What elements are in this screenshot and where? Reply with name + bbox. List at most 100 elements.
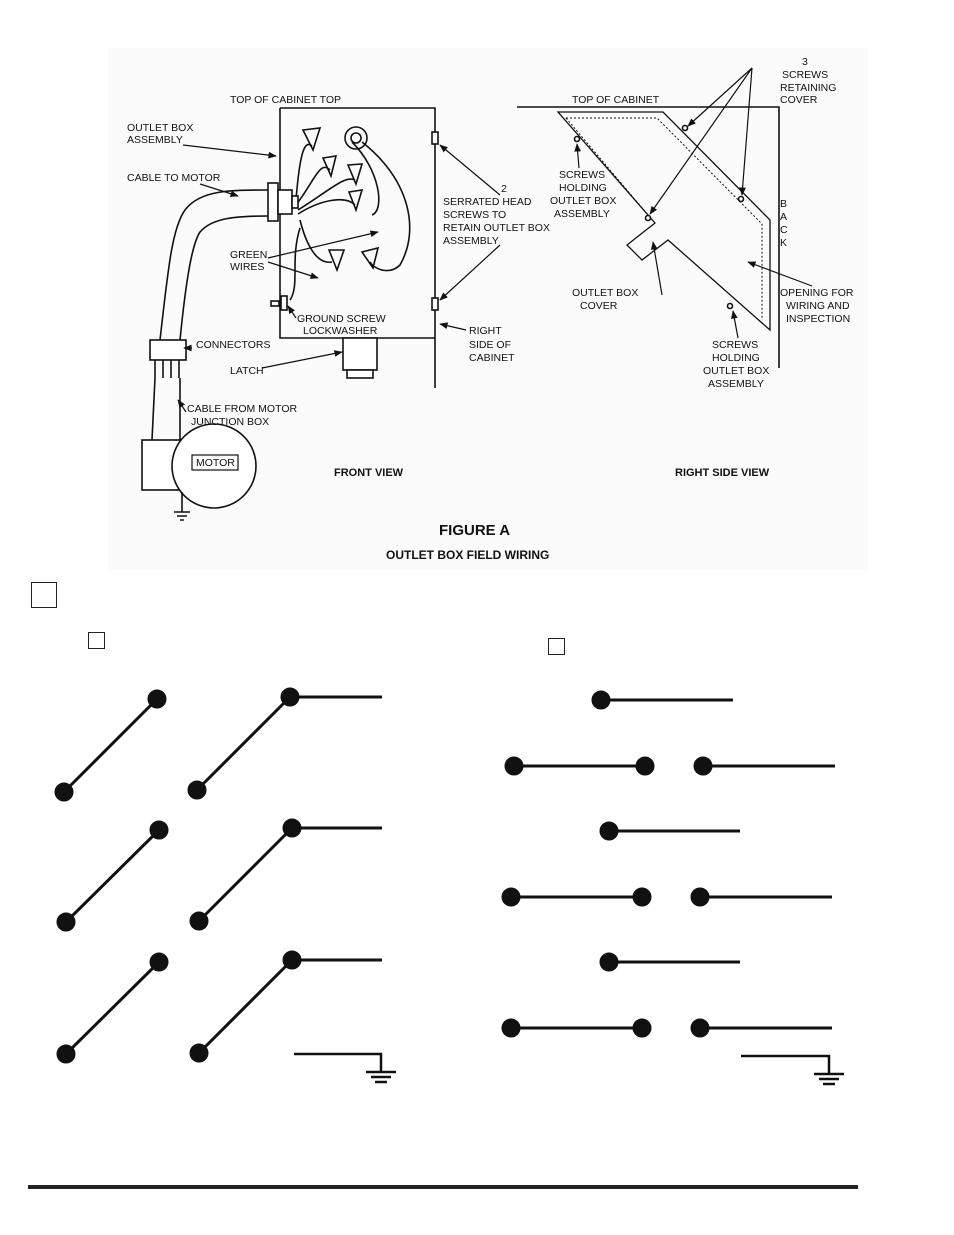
right-row-3	[599, 821, 740, 841]
label-serrated-1: SERRATED HEAD	[443, 196, 532, 208]
right-row-6	[501, 1018, 832, 1038]
wire-g	[299, 219, 333, 263]
arrow-serrated-top	[439, 144, 501, 196]
serrated-screw-top	[431, 131, 439, 145]
right-diagram-checkbox[interactable]	[548, 638, 565, 655]
cover-dashed-diagonal	[565, 117, 655, 223]
label-cable-from-motor-2: JUNCTION BOX	[191, 416, 269, 428]
motor-ground-symbol	[174, 492, 190, 521]
label-outlet-box-2: ASSEMBLY	[127, 134, 183, 146]
switch-arm	[62, 697, 159, 794]
label-right-side-view: RIGHT SIDE VIEW	[675, 467, 770, 479]
wire-nut-6	[360, 246, 380, 270]
wire-b	[295, 166, 331, 206]
label-outlet-box-1: OUTLET BOX	[127, 122, 193, 134]
wire-e	[351, 141, 380, 216]
terminal	[282, 950, 302, 970]
ground-lockwasher	[270, 300, 280, 307]
left-row-3	[56, 950, 382, 1064]
label-serrated-2: SCREWS TO	[443, 209, 506, 221]
wire-nut-5	[327, 249, 346, 273]
terminal	[599, 952, 619, 972]
bottom-rule	[28, 1185, 858, 1189]
side-screw-lower	[726, 302, 734, 310]
terminal	[501, 887, 521, 907]
retain-screw-2	[737, 195, 745, 203]
label-cover-1: COVER	[580, 300, 618, 312]
label-top-of-cabinet-front: TOP OF CABINET TOP	[230, 94, 341, 106]
arrow-screws-holding-lower	[731, 310, 739, 339]
arrow-retain-2	[739, 67, 753, 196]
arrow-screws-holding-upper	[574, 143, 581, 169]
label-front-view: FRONT VIEW	[334, 467, 404, 479]
terminal	[501, 1018, 521, 1038]
wire-connectors	[149, 339, 187, 361]
motor-label-box	[191, 454, 239, 471]
latch-base	[346, 369, 374, 379]
label-top-of-cabinet-side: TOP OF CABINET	[572, 94, 660, 106]
left-schematic	[54, 687, 396, 1084]
knockout-center	[350, 132, 362, 144]
terminal	[56, 912, 76, 932]
front-view-labels: TOP OF CABINET TOP OUTLET BOX ASSEMBLY C…	[127, 94, 550, 479]
terminal	[504, 756, 524, 776]
switch-arm	[197, 826, 294, 923]
label-green-2: WIRES	[230, 261, 264, 273]
label-lockwasher: LOCKWASHER	[303, 325, 378, 337]
right-row-1	[591, 690, 733, 710]
terminal	[280, 687, 300, 707]
cabinet-outline-right	[280, 107, 436, 388]
cable-clamp	[267, 182, 279, 222]
terminal	[690, 887, 710, 907]
left-diagram-checkbox[interactable]	[88, 632, 105, 649]
ground-wire	[289, 227, 301, 301]
arrow-retain-1	[687, 67, 753, 127]
label-serrated-3: RETAIN OUTLET BOX	[443, 222, 550, 234]
knockout-ring	[344, 126, 368, 150]
terminal	[54, 782, 74, 802]
label-holding-upper-0: SCREWS	[559, 169, 605, 181]
terminal	[189, 1043, 209, 1063]
wire-nut-1	[301, 127, 322, 153]
section-checkbox[interactable]	[31, 582, 57, 608]
terminal	[591, 690, 611, 710]
label-cable-to-motor: CABLE TO MOTOR	[127, 172, 221, 184]
terminal	[147, 689, 167, 709]
label-retain-0: 3	[802, 56, 808, 68]
arrow-cable-from-motor	[177, 399, 187, 413]
arrow-serrated-bottom	[439, 244, 501, 301]
terminal	[149, 952, 169, 972]
wire-c	[297, 178, 356, 211]
label-retain-1: SCREWS	[782, 69, 828, 81]
label-retain-2: RETAINING	[780, 82, 836, 94]
switch-arm	[64, 828, 161, 924]
terminal	[149, 820, 169, 840]
label-opening-2: INSPECTION	[786, 313, 850, 325]
label-opening-0: OPENING FOR	[780, 287, 854, 299]
wire-f	[361, 141, 411, 272]
right-schematic	[501, 690, 844, 1086]
connector-leads	[154, 360, 180, 378]
arrow-opening	[747, 261, 813, 287]
right-row-5	[599, 952, 740, 972]
front-view	[141, 107, 501, 521]
label-ground-screw: GROUND SCREW	[297, 313, 386, 325]
left-ground-symbol	[294, 1052, 396, 1084]
figure-title: FIGURE A	[439, 522, 510, 539]
label-serrated-4: ASSEMBLY	[443, 235, 499, 247]
label-back-a: A	[780, 211, 787, 223]
label-holding-upper-2: OUTLET BOX	[550, 195, 616, 207]
arrow-outlet-box	[182, 144, 277, 159]
label-back-b: B	[780, 198, 787, 210]
label-holding-lower-0: SCREWS	[712, 339, 758, 351]
wire-nut-2	[321, 155, 338, 179]
arrow-green-wire-1	[267, 230, 379, 259]
arrow-green-wire-2	[267, 261, 319, 279]
retain-screw-3	[644, 214, 652, 222]
cabinet-side-outline	[517, 106, 780, 368]
arrow-ground-screw	[287, 305, 297, 319]
label-holding-upper-1: HOLDING	[559, 182, 607, 194]
label-opening-1: WIRING AND	[786, 300, 850, 312]
arrow-retain-3	[649, 67, 753, 215]
label-green-1: GREEN	[230, 249, 267, 261]
